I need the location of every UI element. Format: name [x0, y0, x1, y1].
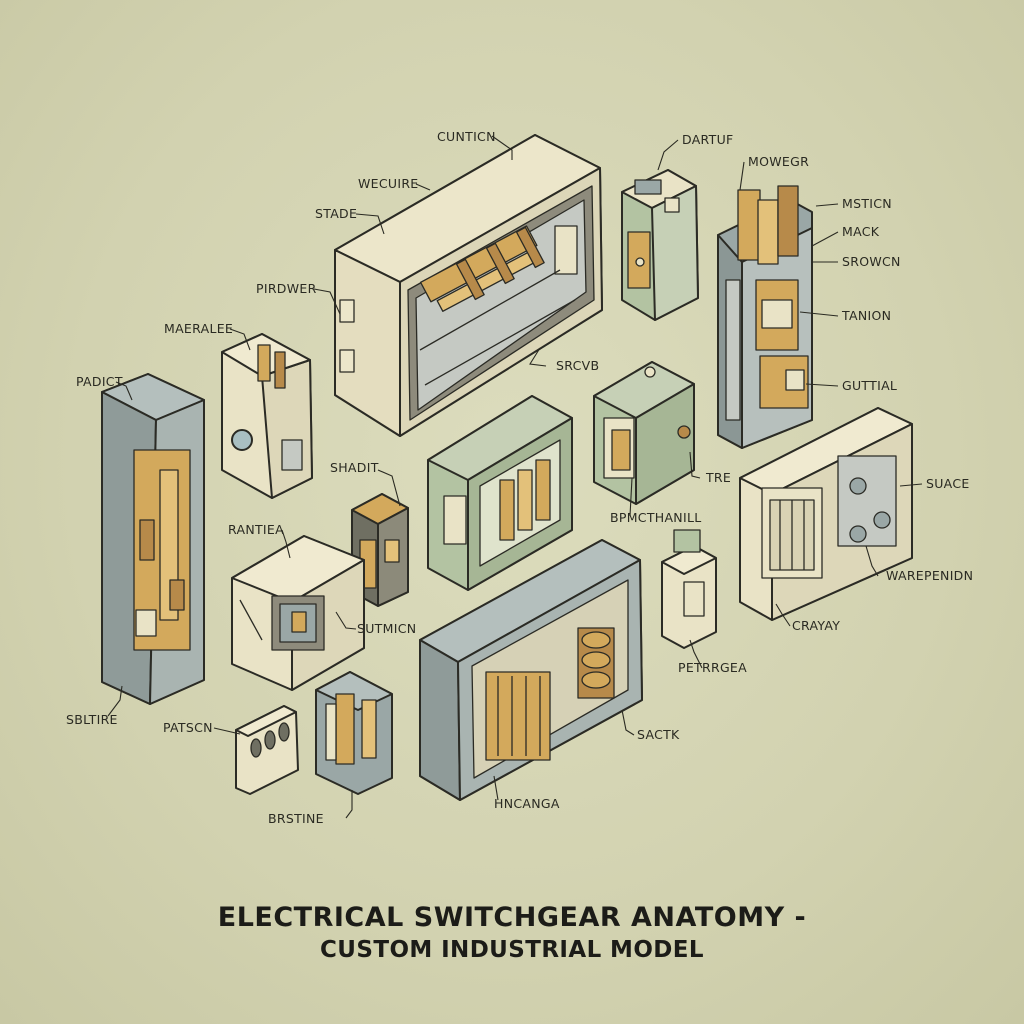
small-contactor [351, 493, 409, 607]
label-guttial: GUTTIAL [842, 378, 897, 393]
label-mowegr: MOWEGR [748, 154, 809, 169]
callout-labels: CUNTICN WECUIRE STADE PIRDWER MAERALEE P… [66, 129, 973, 826]
label-maeralee: MAERALEE [164, 321, 233, 336]
terminal-strip [235, 705, 299, 795]
label-hncanga: HNCANGA [494, 796, 560, 811]
control-module-top [621, 169, 699, 321]
transformer-enclosure [427, 395, 573, 591]
diagram-title: ELECTRICAL SWITCHGEAR ANATOMY - [217, 902, 807, 933]
slate-column-left [101, 373, 205, 705]
terminal-block-left [221, 333, 313, 499]
label-bpmcthanill: BPMCTHANILL [610, 510, 701, 525]
leader-lines [107, 135, 923, 819]
label-warepenidn: WAREPENIDN [886, 568, 973, 583]
relay-small [315, 671, 393, 795]
label-stade: STADE [315, 206, 357, 221]
label-sutmicn: SUTMICN [357, 621, 416, 636]
label-dartuf: DARTUF [682, 132, 734, 147]
label-tanion: TANION [841, 308, 891, 323]
label-srcvb: SRCVB [556, 358, 599, 373]
label-wecuire: WECUIRE [358, 176, 419, 191]
label-brstine: BRSTINE [268, 811, 324, 826]
label-suace: SUACE [926, 476, 970, 491]
main-enclosure [334, 134, 603, 437]
control-panel-right [739, 407, 913, 621]
label-rantiea: RANTIEA [228, 522, 284, 537]
power-enclosure [419, 539, 643, 801]
label-srowcn: SROWCN [842, 254, 901, 269]
breaker-column [717, 185, 813, 449]
label-pirdwer: PIRDWER [256, 281, 317, 296]
fuse-holder [661, 529, 717, 649]
label-grayay: CRAYAY [792, 618, 840, 633]
label-padict: PADICT [76, 374, 123, 389]
label-cunticn: CUNTICN [437, 129, 496, 144]
label-tre: TRE [705, 470, 731, 485]
label-petrrgea: PETRRGEA [678, 660, 747, 675]
label-patscn: PATSCN [163, 720, 213, 735]
relay-module [593, 361, 695, 505]
diagram-subtitle: CUSTOM INDUSTRIAL MODEL [320, 937, 704, 963]
label-sbltire: SBLTIRE [66, 712, 118, 727]
label-msticn: MSTICN [842, 196, 892, 211]
label-sactk: SACTK [637, 727, 680, 742]
switch-box [231, 535, 365, 691]
label-shadit: SHADIT [330, 460, 379, 475]
label-mack: MACK [842, 224, 880, 239]
